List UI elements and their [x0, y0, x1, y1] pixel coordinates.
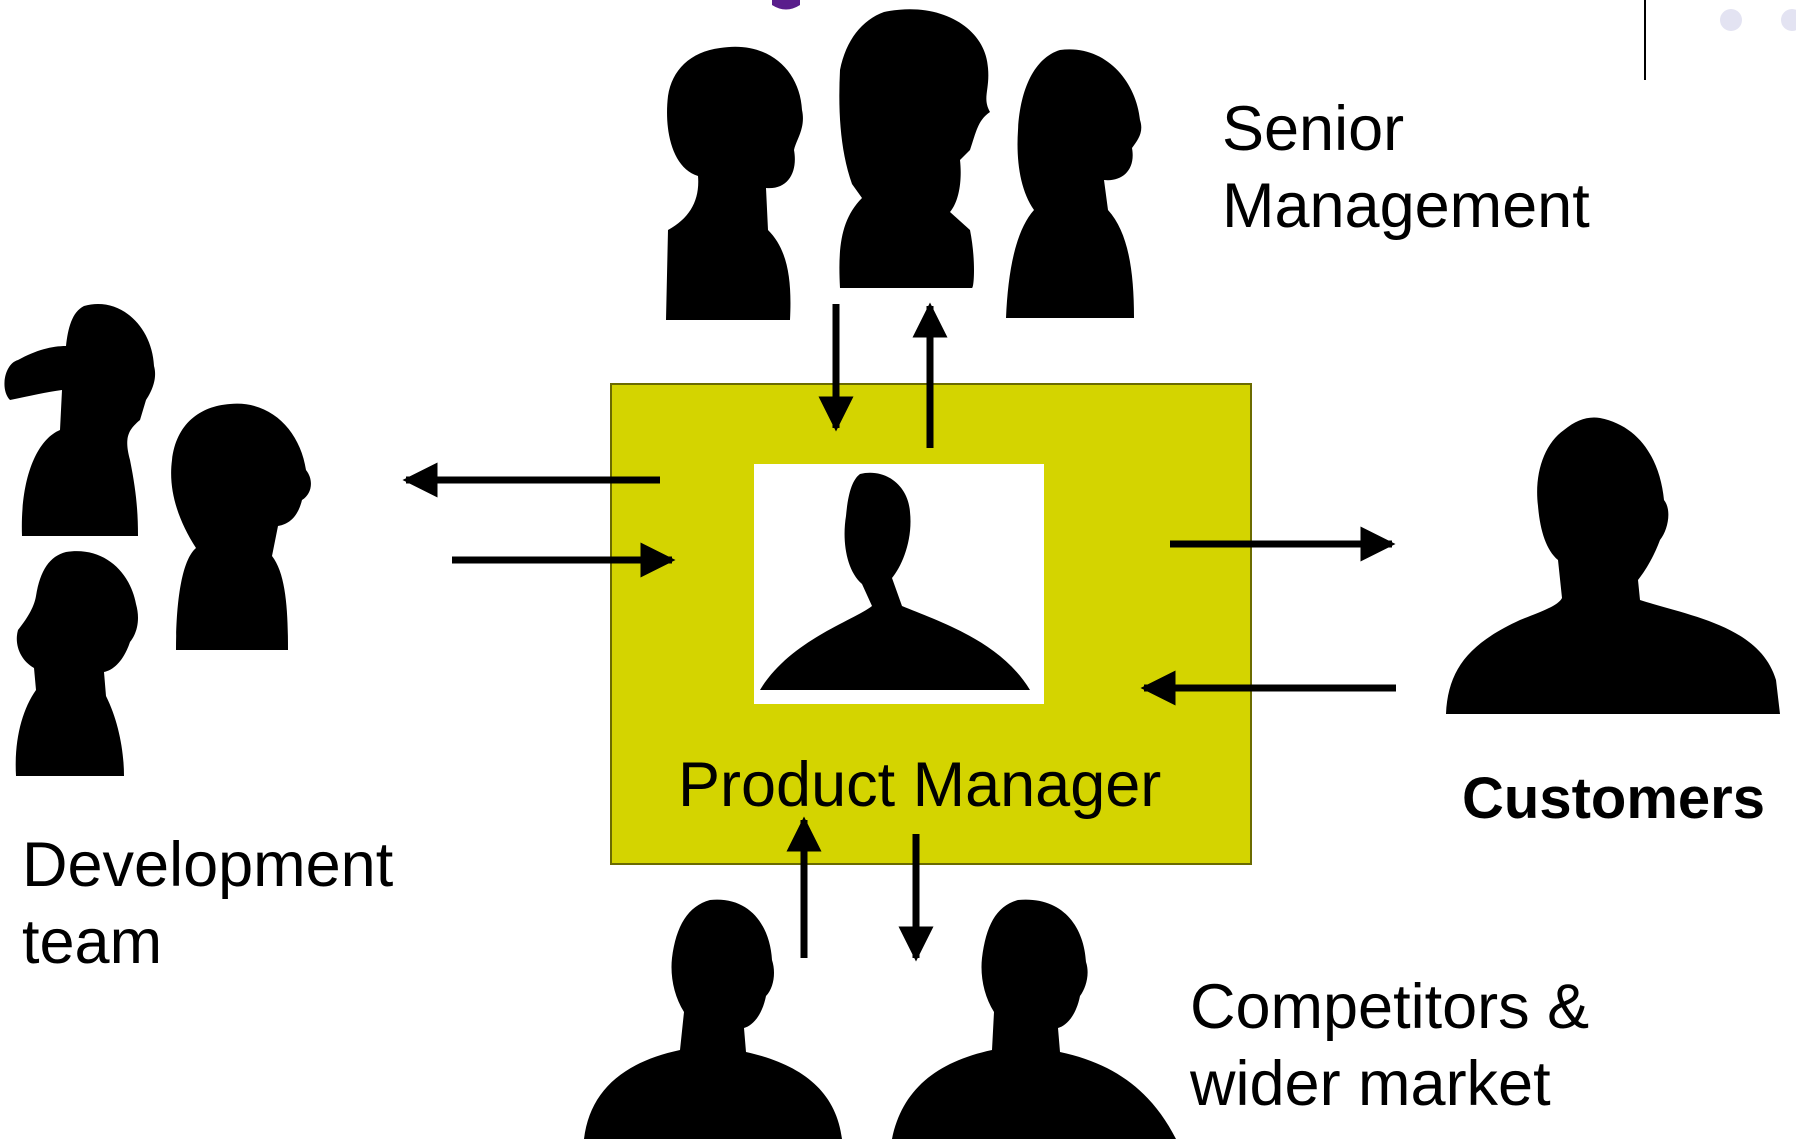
development-team-label: Development team	[22, 834, 393, 974]
person-silhouette-icon	[1446, 417, 1780, 714]
competitors-line1: Competitors &	[1190, 972, 1590, 1042]
person-silhouette-icon	[892, 899, 1176, 1139]
competitors-label: Competitors & wider market	[1190, 976, 1589, 1116]
senior-management-line1: Senior	[1222, 94, 1405, 164]
development-team-line1: Development	[22, 830, 394, 900]
senior-management-label: Senior Management	[1222, 98, 1590, 238]
deco-dot	[1720, 9, 1742, 31]
senior-management-line2: Management	[1222, 171, 1590, 241]
person-silhouette-icon	[666, 46, 803, 321]
person-silhouette-icon	[4, 304, 156, 536]
title-fragment	[772, 0, 800, 10]
person-silhouette-icon	[584, 899, 842, 1139]
development-team-line2: team	[22, 907, 163, 977]
person-silhouette-icon	[839, 9, 990, 288]
person-silhouette-icon	[760, 472, 1030, 690]
person-silhouette-icon	[15, 551, 138, 776]
deco-dot	[1781, 9, 1796, 31]
competitors-line2: wider market	[1190, 1049, 1551, 1119]
person-silhouette-icon	[1006, 49, 1142, 318]
person-silhouette-icon	[171, 403, 311, 650]
product-manager-label: Product Manager	[678, 750, 1162, 820]
customers-label: Customers	[1462, 766, 1765, 831]
